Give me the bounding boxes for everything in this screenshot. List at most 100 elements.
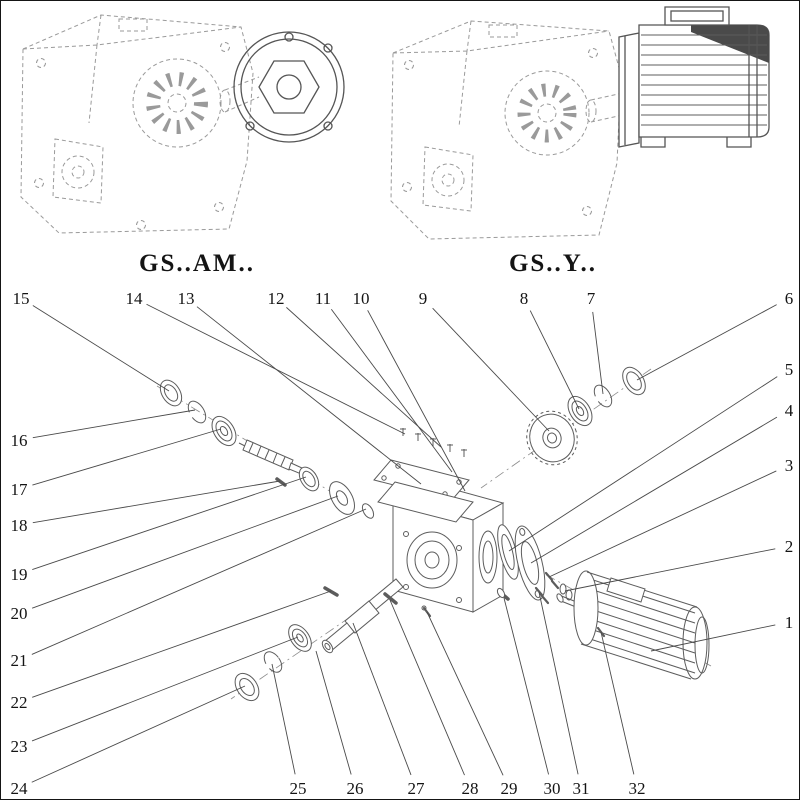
part-motor: [556, 570, 710, 680]
part-cover-screws: [400, 428, 467, 457]
leader-line-3: [548, 470, 777, 578]
callout-number-8: 8: [520, 289, 529, 308]
part-flange-bolts: [544, 571, 560, 590]
leader-line-14: [146, 303, 406, 435]
part-worm-front-bearing: [298, 466, 320, 492]
leader-line-29: [426, 611, 504, 776]
part-output-circlip: [263, 651, 283, 673]
leader-line-5: [508, 376, 778, 552]
callout-number-3: 3: [785, 456, 794, 475]
leader-line-15: [32, 305, 170, 392]
callout-number-32: 32: [629, 779, 646, 798]
callout-number-2: 2: [785, 537, 794, 556]
exploded-view: [156, 366, 712, 702]
part-flange-screws-2: [534, 586, 550, 605]
model-label-gs-y: GS..Y..: [509, 250, 597, 277]
callout-number-16: 16: [11, 431, 28, 450]
assembled-view-gs-am: [20, 14, 345, 234]
callout-number-26: 26: [347, 779, 364, 798]
leader-line-18: [32, 480, 281, 524]
callout-number-10: 10: [353, 289, 370, 308]
part-output-flange: [514, 525, 546, 601]
part-vent-screw: [421, 605, 432, 618]
leader-line-19: [32, 476, 307, 570]
leader-line-30: [503, 597, 550, 775]
part-cover-gasket: [377, 481, 474, 523]
leader-line-24: [31, 685, 246, 783]
electric-motor: [618, 6, 770, 148]
leader-line-22: [32, 590, 332, 698]
leader-line-23: [31, 636, 299, 742]
part-input-oil-seal: [159, 379, 183, 407]
gearbox-body-ghost: [20, 14, 260, 234]
part-oil-plug: [496, 587, 510, 601]
part-output-shaft: [321, 578, 404, 654]
callout-number-11: 11: [315, 289, 331, 308]
leader-line-27: [352, 622, 412, 776]
callout-number-7: 7: [587, 289, 596, 308]
output-flange-front: [233, 31, 345, 143]
callout-number-28: 28: [462, 779, 479, 798]
callout-number-13: 13: [178, 289, 195, 308]
part-worm-wheel: [526, 410, 578, 466]
callout-number-24: 24: [11, 779, 29, 798]
callout-number-19: 19: [11, 565, 28, 584]
leader-line-11: [330, 308, 453, 473]
leader-line-28: [389, 599, 465, 776]
leader-line-21: [31, 508, 367, 655]
leader-line-13: [196, 306, 422, 485]
part-wheel-oil-seal: [622, 366, 646, 396]
callout-number-4: 4: [785, 401, 794, 420]
part-retaining-ring: [361, 503, 375, 519]
callout-number-17: 17: [11, 480, 29, 499]
callout-number-27: 27: [408, 779, 426, 798]
part-parallel-key: [323, 586, 339, 597]
part-output-bearing: [288, 624, 312, 652]
leader-line-16: [32, 409, 196, 439]
assembled-view-gs-y: [390, 6, 770, 240]
leader-line-20: [31, 495, 339, 609]
callout-number-14: 14: [126, 289, 144, 308]
leader-line-31: [538, 591, 579, 775]
leader-line-10: [367, 310, 466, 492]
callout-number-18: 18: [11, 516, 28, 535]
callout-number-15: 15: [13, 289, 30, 308]
callout-number-25: 25: [290, 779, 307, 798]
leader-line-12: [286, 307, 442, 448]
leader-line-9: [432, 307, 550, 432]
leader-line-17: [32, 428, 222, 486]
callout-number-6: 6: [785, 289, 794, 308]
gearbox-body-ghost-2: [390, 20, 624, 240]
leader-line-26: [315, 650, 352, 775]
part-wheel-circlip: [593, 384, 613, 408]
leader-line-1: [650, 624, 776, 652]
part-shim-disc: [329, 481, 355, 515]
leader-line-6: [636, 304, 777, 381]
model-label-gs-am: GS..AM..: [139, 250, 255, 277]
callout-number-1: 1: [785, 613, 794, 632]
part-input-circlip: [187, 400, 207, 424]
callout-number-21: 21: [11, 651, 28, 670]
callout-number-31: 31: [573, 779, 590, 798]
leader-line-8: [529, 310, 580, 410]
part-output-seal: [234, 672, 260, 702]
part-shaft-key: [383, 592, 398, 605]
callout-number-22: 22: [11, 693, 28, 712]
part-input-bearing: [211, 415, 237, 447]
leader-line-7: [592, 311, 604, 395]
leader-line-32: [600, 631, 635, 775]
callout-number-12: 12: [268, 289, 285, 308]
leader-line-4: [530, 416, 778, 564]
part-wheel-bearing: [567, 395, 593, 427]
part-motor-coupling: [559, 583, 573, 601]
callout-number-20: 20: [11, 604, 28, 623]
leader-line-25: [271, 663, 296, 775]
callout-number-30: 30: [544, 779, 561, 798]
part-worm-key-pin: [275, 477, 287, 487]
callout-number-5: 5: [785, 360, 794, 379]
leader-line-2: [564, 548, 776, 592]
callout-number-23: 23: [11, 737, 28, 756]
callout-number-9: 9: [419, 289, 428, 308]
